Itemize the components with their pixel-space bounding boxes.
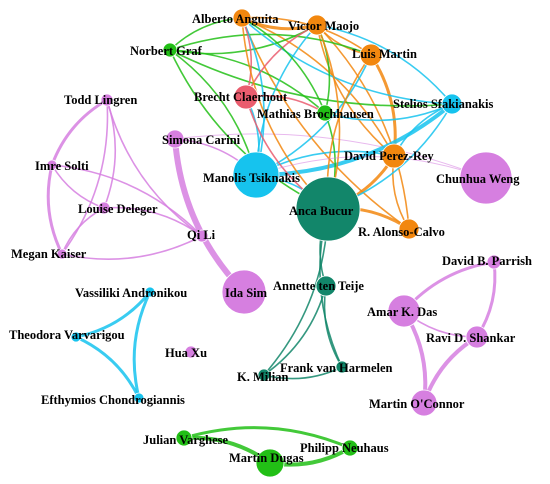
edge-alberto-anguita-david-perez-rey <box>241 17 395 157</box>
node-k-milian[interactable] <box>257 368 271 382</box>
node-label-victor-maojo: Victor Maojo <box>288 19 359 33</box>
node-annette-ten-teije[interactable] <box>315 275 337 297</box>
node-label-chunhua-weng: Chunhua Weng <box>436 172 520 186</box>
node-label-david-perez-rey: David Perez-Rey <box>344 149 434 163</box>
node-norbert-graf[interactable] <box>162 42 178 58</box>
node-label-norbert-graf: Norbert Graf <box>130 44 203 58</box>
node-philipp-neuhaus[interactable] <box>341 439 359 457</box>
edge-todd-lingren-qi-li <box>106 99 203 237</box>
edge-norbert-graf-mathias-brochhausen <box>169 49 326 114</box>
edge-manolis-tsiknakis-stelios-sfakianakis <box>254 102 454 177</box>
node-vassiliki-andronikou[interactable] <box>144 286 156 298</box>
edge-norbert-graf-stelios-sfakianakis <box>169 49 453 107</box>
node-label-julian-varghese: Julian Varghese <box>143 433 229 447</box>
node-julian-varghese[interactable] <box>175 429 193 447</box>
node-label-ida-sim: Ida Sim <box>225 286 268 300</box>
node-label-frank-van-harmelen: Frank van Harmelen <box>280 361 393 375</box>
node-layer <box>46 8 513 478</box>
node-label-megan-kaiser: Megan Kaiser <box>11 247 87 261</box>
edge-imre-solti-megan-kaiser <box>46 163 64 256</box>
node-label-simona-carini: Simona Carini <box>162 133 241 147</box>
edge-norbert-graf-luis-martin <box>169 33 372 56</box>
node-megan-kaiser[interactable] <box>56 248 68 260</box>
node-label-amar-k-das: Amar K. Das <box>367 305 437 319</box>
node-chunhua-weng[interactable] <box>459 151 513 205</box>
node-label-alberto-anguita: Alberto Anguita <box>192 12 279 26</box>
node-luis-martin[interactable] <box>359 43 383 67</box>
edge-julian-varghese-philipp-neuhaus <box>182 426 352 450</box>
node-ravi-d-shankar[interactable] <box>465 325 489 349</box>
node-label-hua-xu: Hua Xu <box>165 346 207 360</box>
node-anca-bucur[interactable] <box>295 176 361 242</box>
node-label-imre-solti: Imre Solti <box>35 159 89 173</box>
edge-qi-li-megan-kaiser <box>61 235 203 260</box>
edge-victor-maojo-david-perez-rey <box>316 24 395 157</box>
edge-frank-van-harmelen-k-milian <box>263 366 343 380</box>
edge-simona-carini-ida-sim <box>172 136 247 295</box>
node-david-b-parrish[interactable] <box>486 254 502 270</box>
node-label-anca-bucur: Anca Bucur <box>289 204 354 218</box>
node-label-luis-martin: Luis Martin <box>352 47 417 61</box>
edge-todd-lingren-imre-solti <box>50 98 109 167</box>
edge-todd-lingren-louise-deleger <box>103 99 117 209</box>
node-hua-xu[interactable] <box>184 345 198 359</box>
edge-mathias-brochhausen-alberto-anguita <box>241 17 326 114</box>
node-frank-van-harmelen[interactable] <box>335 360 349 374</box>
edge-vassiliki-andronikou-theodora-varvarigou <box>74 290 152 339</box>
edge-stelios-sfakianakis-alberto-anguita <box>241 17 453 105</box>
edge-todd-lingren-megan-kaiser <box>61 99 109 255</box>
edge-alberto-anguita-r-alonso-calvo <box>241 17 410 230</box>
edge-stelios-sfakianakis-victor-maojo <box>316 24 453 105</box>
edge-theodora-varvarigou-efthymios-chondrogiannis <box>74 335 141 400</box>
edge-victor-maojo-r-alonso-calvo <box>316 24 410 230</box>
edge-david-b-parrish-ravi-d-shankar <box>475 260 497 339</box>
node-label-ravi-d-shankar: Ravi D. Shankar <box>426 331 516 345</box>
node-label-vassiliki-andronikou: Vassiliki Andronikou <box>75 286 187 300</box>
node-brecht-claerhout[interactable] <box>233 84 259 110</box>
node-simona-carini[interactable] <box>165 129 185 149</box>
node-label-k-milian: K. Milian <box>237 370 288 384</box>
node-label-brecht-claerhout: Brecht Claerhout <box>194 90 288 104</box>
node-label-theodora-varvarigou: Theodora Varvarigou <box>9 328 125 342</box>
node-imre-solti[interactable] <box>46 159 58 171</box>
node-label-manolis-tsiknakis: Manolis Tsiknakis <box>203 171 300 185</box>
edge-vassiliki-andronikou-efthymios-chondrogiannis <box>132 290 152 400</box>
node-louise-deleger[interactable] <box>97 201 111 215</box>
node-label-r-alonso-calvo: R. Alonso-Calvo <box>358 225 445 239</box>
node-efthymios-chondrogiannis[interactable] <box>133 392 145 404</box>
node-alberto-anguita[interactable] <box>232 8 252 28</box>
node-ida-sim[interactable] <box>221 269 267 315</box>
node-label-martin-oconnor: Martin O'Connor <box>369 397 465 411</box>
node-label-todd-lingren: Todd Lingren <box>64 93 137 107</box>
edge-imre-solti-louise-deleger <box>51 164 105 209</box>
node-r-alonso-calvo[interactable] <box>398 218 420 240</box>
node-label-efthymios-chondrogiannis: Efthymios Chondrogiannis <box>41 393 185 407</box>
node-martin-oconnor[interactable] <box>410 389 438 417</box>
edge-imre-solti-qi-li <box>51 164 203 237</box>
node-label-qi-li: Qi Li <box>187 228 216 242</box>
node-manolis-tsiknakis[interactable] <box>232 151 280 199</box>
edge-louise-deleger-qi-li <box>103 206 203 237</box>
node-mathias-brochhausen[interactable] <box>316 104 334 122</box>
node-label-mathias-brochhausen: Mathias Brochhausen <box>257 107 374 121</box>
node-todd-lingren[interactable] <box>100 93 114 107</box>
node-label-louise-deleger: Louise Deleger <box>78 202 158 216</box>
node-label-stelios-sfakianakis: Stelios Sfakianakis <box>393 97 494 111</box>
node-stelios-sfakianakis[interactable] <box>441 93 463 115</box>
edge-chunhua-weng-manolis-tsiknakis <box>255 156 487 179</box>
node-label-david-b-parrish: David B. Parrish <box>442 254 532 268</box>
node-theodora-varvarigou[interactable] <box>70 331 82 343</box>
node-victor-maojo[interactable] <box>306 14 328 36</box>
node-amar-k-das[interactable] <box>387 294 421 328</box>
edge-annette-ten-teije-k-milian <box>263 285 327 376</box>
node-label-philipp-neuhaus: Philipp Neuhaus <box>300 441 389 455</box>
edge-annette-ten-teije-frank-van-harmelen <box>323 285 343 368</box>
node-label-annette-ten-teije: Annette ten Teije <box>273 279 364 293</box>
node-qi-li[interactable] <box>195 229 209 243</box>
node-david-perez-rey[interactable] <box>381 143 407 169</box>
node-martin-dugas[interactable] <box>255 448 285 478</box>
node-label-martin-dugas: Martin Dugas <box>229 451 304 465</box>
